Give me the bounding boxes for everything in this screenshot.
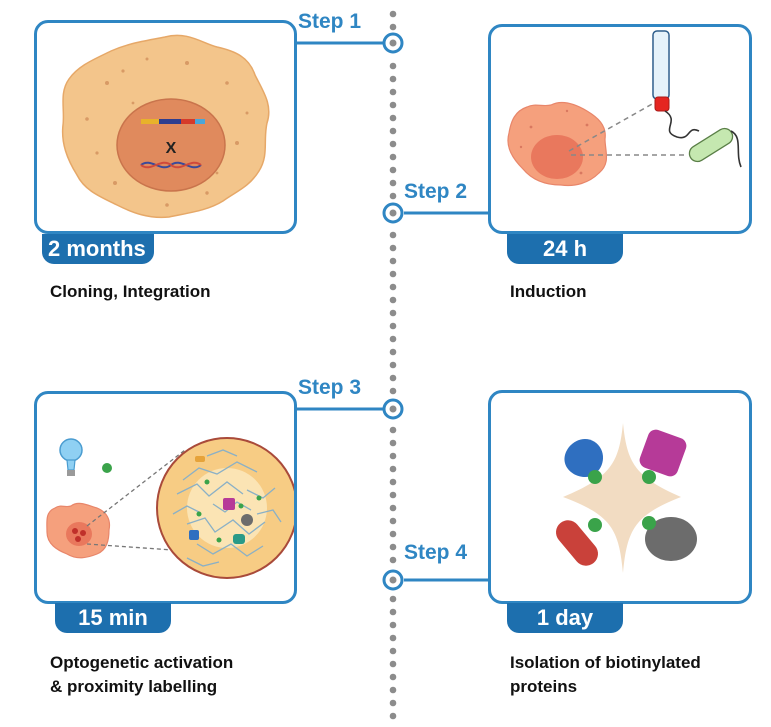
timeline-dot <box>389 153 397 161</box>
timeline-dot <box>389 595 397 603</box>
timeline-dot <box>389 10 397 18</box>
timeline-dot <box>389 62 397 70</box>
timeline-dot <box>389 283 397 291</box>
timeline-dot <box>389 621 397 629</box>
timeline-dot <box>389 543 397 551</box>
step4-caption: Isolation of biotinylated proteins <box>510 653 701 696</box>
step1-panel: X <box>34 20 297 234</box>
timeline-dot <box>389 452 397 460</box>
cell-icon: X <box>61 34 270 219</box>
timeline-dot <box>389 296 397 304</box>
step1-label: Step 1 <box>296 10 364 34</box>
timeline-dot <box>389 231 397 239</box>
timeline-dot <box>389 530 397 538</box>
timeline-dot <box>389 647 397 655</box>
timeline-dot <box>389 270 397 278</box>
light-bulb-icon <box>59 438 83 476</box>
timeline-dot <box>389 127 397 135</box>
protein-construct-icon <box>652 30 742 168</box>
step2-caption: Induction <box>510 282 587 301</box>
step3-panel <box>34 391 297 604</box>
timeline-dot <box>389 608 397 616</box>
timeline-dot <box>389 88 397 96</box>
timeline-dot <box>389 660 397 668</box>
timeline-dot <box>389 374 397 382</box>
timeline-dot <box>389 556 397 564</box>
step1-caption: Cloning, Integration <box>50 282 211 301</box>
step2-duration: 24 h <box>507 234 623 264</box>
timeline-dot <box>389 166 397 174</box>
timeline-dot <box>389 712 397 720</box>
timeline-dot <box>389 322 397 330</box>
step1-duration: 2 months <box>42 234 154 264</box>
timeline-dot <box>389 23 397 31</box>
dna-icon <box>140 161 202 169</box>
step4-duration: 1 day <box>507 603 623 633</box>
optogenetic-illustration <box>46 437 294 579</box>
timeline-dot <box>389 439 397 447</box>
timeline-dot <box>389 504 397 512</box>
timeline-dot <box>389 179 397 187</box>
step4-label: Step 4 <box>402 541 470 565</box>
timeline-dot <box>389 517 397 525</box>
timeline-dot <box>389 335 397 343</box>
step2-label: Step 2 <box>402 180 470 204</box>
zoom-circle-icon <box>156 437 294 579</box>
timeline-dot <box>389 101 397 109</box>
timeline-dot <box>389 348 397 356</box>
timeline-dot <box>389 75 397 83</box>
timeline-dot <box>389 478 397 486</box>
timeline-dot <box>389 257 397 265</box>
step4-panel <box>488 390 752 604</box>
timeline-dot <box>389 699 397 707</box>
timeline-dot <box>389 634 397 642</box>
step3-label: Step 3 <box>296 376 364 400</box>
gene-mark: X <box>166 140 177 157</box>
step3-caption: Optogenetic activation & proximity label… <box>50 653 234 696</box>
step3-duration: 15 min <box>55 603 171 633</box>
timeline-dot <box>389 491 397 499</box>
timeline-dot <box>389 426 397 434</box>
timeline-dot <box>389 114 397 122</box>
timeline-dot <box>389 387 397 395</box>
timeline-dots <box>389 10 397 720</box>
timeline-dot <box>389 244 397 252</box>
induction-illustration <box>507 30 742 187</box>
step2-panel <box>488 24 752 234</box>
timeline-dot <box>389 309 397 317</box>
timeline-dot <box>389 361 397 369</box>
timeline-dot <box>389 192 397 200</box>
timeline-dot <box>389 140 397 148</box>
timeline-dot <box>389 673 397 681</box>
timeline-dot <box>389 686 397 694</box>
star-shape-icon <box>563 423 681 573</box>
timeline-dot <box>389 465 397 473</box>
isolation-illustration <box>556 423 697 573</box>
